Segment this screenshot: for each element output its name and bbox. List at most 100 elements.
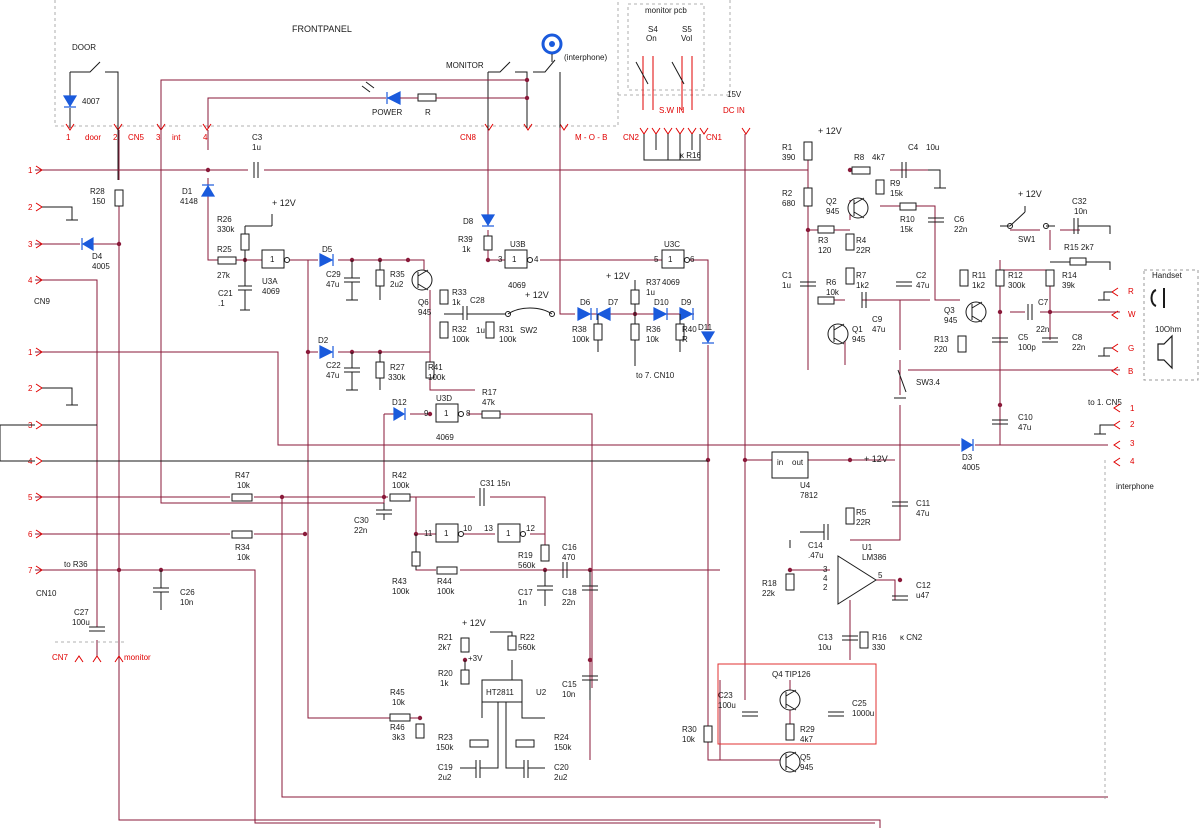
svg-text:D10: D10	[654, 298, 669, 307]
svg-text:DOOR: DOOR	[72, 43, 96, 52]
svg-text:1: 1	[506, 529, 511, 538]
svg-text:4: 4	[203, 133, 208, 142]
svg-text:D4: D4	[92, 252, 103, 261]
svg-text:10n: 10n	[180, 598, 193, 607]
svg-text:15k: 15k	[900, 225, 914, 234]
svg-text:1u: 1u	[646, 288, 655, 297]
svg-text:945: 945	[944, 316, 958, 325]
svg-text:47k: 47k	[482, 398, 496, 407]
svg-text:Q5: Q5	[800, 753, 811, 762]
svg-text:C32: C32	[1072, 197, 1087, 206]
svg-text:R32: R32	[452, 325, 467, 334]
svg-text:22n: 22n	[1036, 325, 1049, 334]
svg-text:R8: R8	[854, 153, 865, 162]
svg-text:R22: R22	[520, 633, 535, 642]
svg-text:R38: R38	[572, 325, 587, 334]
svg-text:R28: R28	[90, 187, 105, 196]
svg-text:15V: 15V	[727, 90, 742, 99]
svg-text:out: out	[792, 458, 804, 467]
svg-text:D6: D6	[580, 298, 591, 307]
svg-text:22n: 22n	[1072, 343, 1085, 352]
svg-text:DC IN: DC IN	[723, 106, 745, 115]
svg-text:10n: 10n	[562, 690, 575, 699]
svg-text:3: 3	[823, 565, 828, 574]
svg-text:10n: 10n	[1074, 207, 1087, 216]
switch-sw2: SW2 + 12V	[505, 290, 555, 335]
svg-text:945: 945	[800, 763, 814, 772]
svg-text:5: 5	[654, 255, 659, 264]
svg-text:D1: D1	[182, 187, 193, 196]
svg-text:100k: 100k	[428, 373, 446, 382]
svg-text:945: 945	[852, 335, 866, 344]
switch-sw1: + 12V SW1	[1000, 189, 1055, 244]
svg-text:Q2: Q2	[826, 197, 837, 206]
svg-text:C2: C2	[916, 271, 927, 280]
svg-text:3: 3	[156, 133, 161, 142]
svg-text:D8: D8	[463, 217, 474, 226]
svg-text:1k2: 1k2	[972, 281, 985, 290]
cn7-connector: CN7 monitor	[52, 641, 151, 663]
svg-text:C21: C21	[218, 289, 233, 298]
svg-text:U4: U4	[800, 481, 811, 490]
svg-text:R37: R37	[646, 278, 661, 287]
svg-text:2u2: 2u2	[438, 773, 452, 782]
svg-text:4148: 4148	[180, 197, 198, 206]
svg-text:3: 3	[498, 255, 503, 264]
door-switch: DOOR 4007	[62, 43, 119, 180]
svg-text:R42: R42	[392, 471, 407, 480]
svg-text:C7: C7	[1038, 298, 1049, 307]
svg-text:47u: 47u	[326, 280, 339, 289]
svg-text:in: in	[777, 458, 783, 467]
svg-text:10u: 10u	[818, 643, 831, 652]
svg-text:R15 2k7: R15 2k7	[1064, 243, 1094, 252]
svg-text:22n: 22n	[954, 225, 967, 234]
svg-text:1: 1	[1130, 404, 1135, 413]
svg-text:R35: R35	[390, 270, 405, 279]
svg-text:1: 1	[444, 409, 449, 418]
svg-text:9: 9	[424, 409, 429, 418]
interphone-connector: to 1. CN5 1 2 3 4 interphone	[1088, 398, 1154, 800]
svg-text:330k: 330k	[388, 373, 406, 382]
svg-text:4069: 4069	[436, 433, 454, 442]
svg-text:D3: D3	[962, 453, 973, 462]
svg-text:15k: 15k	[890, 189, 904, 198]
svg-text:R27: R27	[390, 363, 405, 372]
svg-text:.47u: .47u	[808, 551, 824, 560]
svg-text:CN7: CN7	[52, 653, 69, 662]
svg-text:R23: R23	[438, 733, 453, 742]
component-c14: C14.47u	[789, 524, 829, 560]
svg-text:R: R	[425, 108, 431, 117]
svg-text:CN8: CN8	[460, 133, 477, 142]
svg-text:R33: R33	[452, 288, 467, 297]
svg-text:1: 1	[28, 166, 33, 175]
svg-text:U3C: U3C	[664, 240, 680, 249]
top-connector-row: 1 door 2 CN5 3 int 4 CN8 M - O - B CN2 C…	[65, 123, 751, 161]
svg-text:47u: 47u	[916, 509, 929, 518]
svg-text:SW2: SW2	[520, 326, 538, 335]
svg-text:C26: C26	[180, 588, 195, 597]
svg-text:2u2: 2u2	[390, 280, 404, 289]
